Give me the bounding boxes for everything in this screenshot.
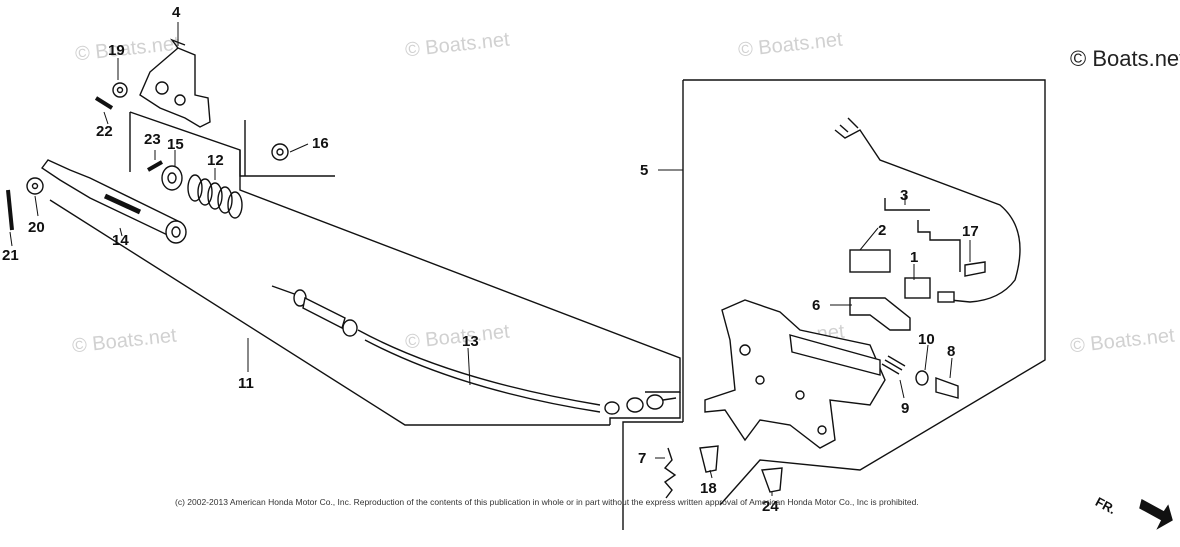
part-label: 8: [947, 343, 956, 360]
part-15-washer: [161, 165, 183, 191]
part-9-spring: [881, 355, 906, 375]
part-12-spring: [187, 174, 243, 219]
part-13-cable: [271, 285, 677, 415]
part-label: 3: [900, 187, 909, 204]
part-label: 20: [28, 219, 45, 236]
part-label: 11: [238, 375, 254, 392]
part-label: 10: [918, 331, 935, 348]
part-3-harness: [834, 117, 1021, 303]
part-label: 23: [144, 131, 161, 148]
part-label: 13: [462, 333, 479, 350]
control-bracket: [704, 299, 886, 449]
part-23-pin: [147, 160, 163, 172]
part-label: 5: [640, 162, 649, 179]
part-label: 18: [700, 480, 717, 497]
part-label: 7: [638, 450, 647, 467]
part-label: 15: [167, 136, 184, 153]
part-label: 9: [901, 400, 910, 417]
part-label: 17: [962, 223, 979, 240]
part-label: 6: [812, 297, 821, 314]
watermark: © Boats.net: [1070, 46, 1180, 71]
part-label: 24: [762, 498, 779, 515]
part-4-bracket: [139, 38, 211, 128]
part-2-switch: [849, 249, 891, 273]
part-label: 16: [312, 135, 329, 152]
part-24-bolt: [761, 467, 783, 493]
part-1-switch: [904, 277, 931, 299]
part-21-pin: [6, 189, 14, 231]
assembly-11-outline: [49, 111, 681, 426]
part-8-pin: [935, 377, 959, 399]
part-7-spring: [663, 447, 677, 499]
front-direction-arrow: [1139, 498, 1173, 530]
part-22-pin: [94, 96, 114, 110]
part-18-bolt: [699, 445, 719, 473]
part-label: 14: [112, 232, 129, 249]
part-14-lever: [40, 159, 187, 244]
part-20-washer: [26, 177, 44, 195]
part-19-washer: [112, 82, 128, 98]
part-label: 21: [2, 247, 19, 264]
part-16-nut: [271, 143, 289, 161]
part-label: 1: [910, 249, 919, 266]
part-label: 2: [878, 222, 887, 239]
assembly-5-outline: [622, 79, 1046, 530]
copyright-notice: (c) 2002-2013 American Honda Motor Co., …: [175, 497, 919, 507]
part-10-washer: [915, 370, 929, 386]
part-17-bolt: [964, 261, 986, 277]
part-label: 22: [96, 123, 113, 140]
part-label: 12: [207, 152, 224, 169]
part-label: 4: [172, 4, 181, 21]
part-6-plate: [849, 297, 911, 331]
part-label: 19: [108, 42, 125, 59]
